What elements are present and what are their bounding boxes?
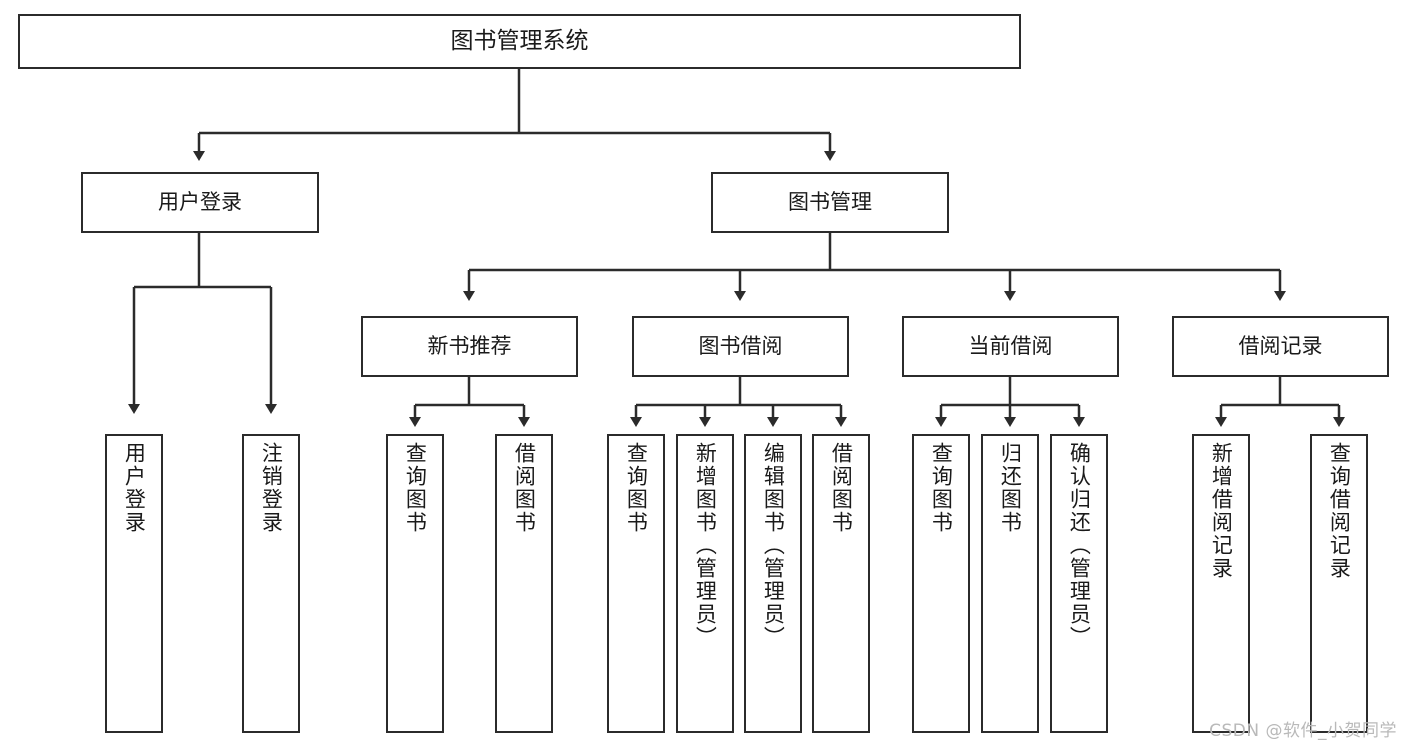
node-leaf-user-login[interactable]: 用户登录 [105, 434, 163, 733]
node-leaf-return-book-label: 归还图书 [998, 442, 1023, 534]
node-leaf-add-record[interactable]: 新增借阅记录 [1192, 434, 1250, 733]
node-leaf-confirm-return-label: 确认归还（管理员） [1067, 442, 1092, 649]
node-leaf-add-record-label: 新增借阅记录 [1209, 442, 1234, 580]
node-book-manage[interactable]: 图书管理 [711, 172, 949, 233]
node-leaf-borrow-book-1[interactable]: 借阅图书 [495, 434, 553, 733]
node-leaf-edit-book-label: 编辑图书（管理员） [761, 442, 786, 649]
node-leaf-confirm-return[interactable]: 确认归还（管理员） [1050, 434, 1108, 733]
node-new-book-recommend[interactable]: 新书推荐 [361, 316, 578, 377]
node-user-login-label: 用户登录 [158, 190, 242, 215]
node-leaf-edit-book[interactable]: 编辑图书（管理员） [744, 434, 802, 733]
watermark: CSDN @软件_小贺同学 [1209, 721, 1397, 741]
node-leaf-query-book-1-label: 查询图书 [403, 442, 428, 534]
node-leaf-user-login-label: 用户登录 [122, 442, 147, 534]
node-current-borrow[interactable]: 当前借阅 [902, 316, 1119, 377]
node-leaf-borrow-book-1-label: 借阅图书 [512, 442, 537, 534]
node-leaf-add-book[interactable]: 新增图书（管理员） [676, 434, 734, 733]
node-borrow-record-label: 借阅记录 [1238, 334, 1323, 359]
node-leaf-borrow-book-2[interactable]: 借阅图书 [812, 434, 870, 733]
node-leaf-query-record[interactable]: 查询借阅记录 [1310, 434, 1368, 733]
node-root[interactable]: 图书管理系统 [18, 14, 1021, 69]
node-current-borrow-label: 当前借阅 [968, 334, 1053, 359]
node-leaf-borrow-book-2-label: 借阅图书 [829, 442, 854, 534]
node-leaf-return-book[interactable]: 归还图书 [981, 434, 1039, 733]
node-borrow-record[interactable]: 借阅记录 [1172, 316, 1389, 377]
node-root-label: 图书管理系统 [450, 28, 589, 55]
node-leaf-query-book-3-label: 查询图书 [929, 442, 954, 534]
node-leaf-query-book-2[interactable]: 查询图书 [607, 434, 665, 733]
node-book-borrow-label: 图书借阅 [698, 334, 783, 359]
node-leaf-query-record-label: 查询借阅记录 [1327, 442, 1352, 580]
node-new-book-recommend-label: 新书推荐 [427, 334, 512, 359]
node-leaf-add-book-label: 新增图书（管理员） [693, 442, 718, 649]
node-leaf-query-book-3[interactable]: 查询图书 [912, 434, 970, 733]
node-leaf-logout-login-label: 注销登录 [259, 442, 284, 534]
node-leaf-query-book-1[interactable]: 查询图书 [386, 434, 444, 733]
node-leaf-query-book-2-label: 查询图书 [624, 442, 649, 534]
node-book-borrow[interactable]: 图书借阅 [632, 316, 849, 377]
node-book-manage-label: 图书管理 [788, 190, 872, 215]
node-leaf-logout-login[interactable]: 注销登录 [242, 434, 300, 733]
node-user-login[interactable]: 用户登录 [81, 172, 319, 233]
